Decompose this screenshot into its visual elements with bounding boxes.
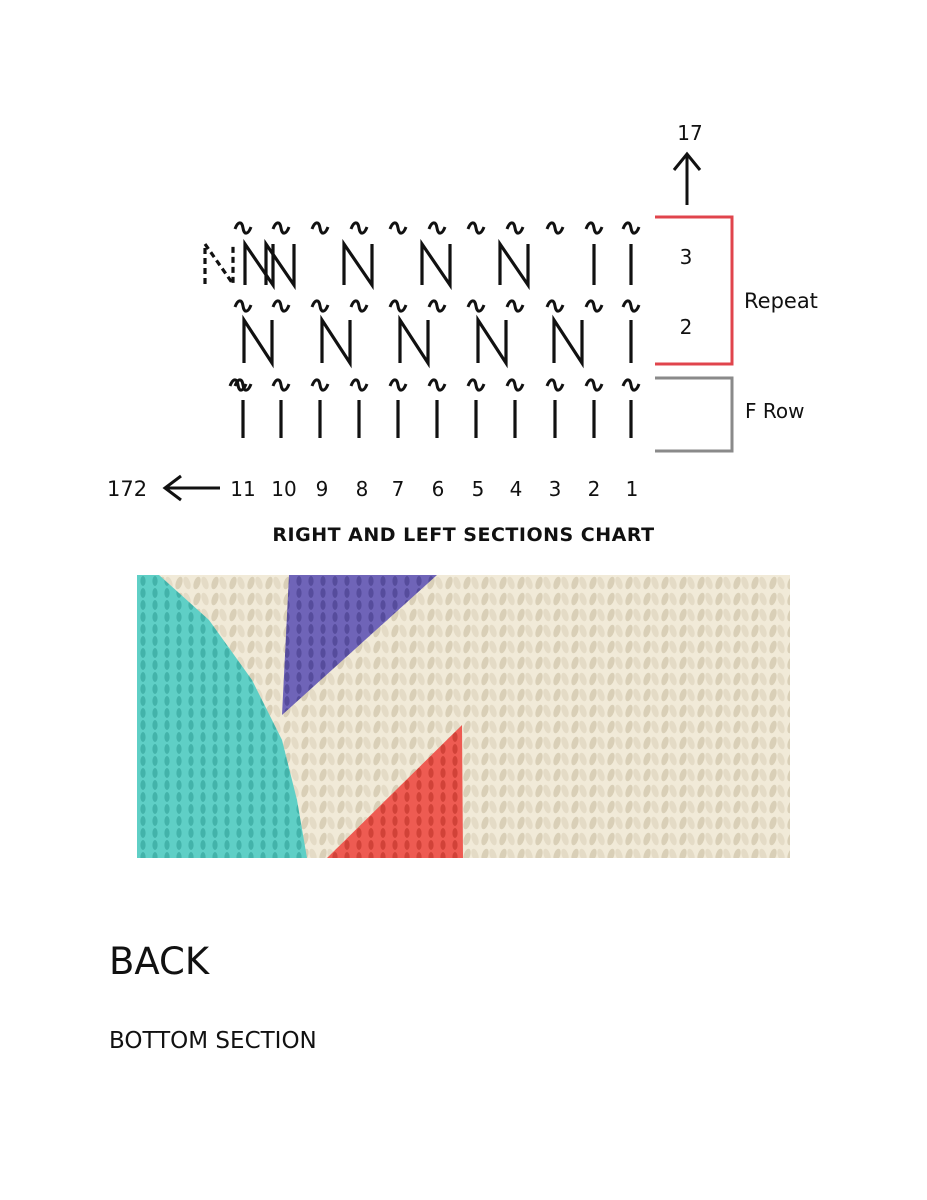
- tilde-symbol: [621, 221, 641, 235]
- n-symbol: [398, 314, 430, 369]
- tilde-symbol: [466, 299, 486, 313]
- column-number: 10: [271, 477, 296, 501]
- frow-label: F Row: [745, 399, 804, 423]
- tilde-symbol: [349, 221, 369, 235]
- column-number: 6: [432, 477, 445, 501]
- tilde-symbol: [466, 221, 486, 235]
- tilde-symbol: [228, 378, 248, 392]
- n-symbol: [242, 314, 274, 369]
- tilde-symbol: [388, 221, 408, 235]
- n-symbol: [552, 314, 584, 369]
- coral-area: [327, 725, 463, 858]
- column-number: 3: [549, 477, 562, 501]
- tilde-symbol: [427, 221, 447, 235]
- repeat-bracket: [655, 215, 734, 366]
- tilde-symbol: [271, 221, 291, 235]
- up-arrow-icon: [672, 151, 702, 205]
- tilde-symbol: [271, 299, 291, 313]
- tilde-symbol: [310, 378, 330, 392]
- column-number: 5: [472, 477, 485, 501]
- column-number: 8: [356, 477, 369, 501]
- tilde-symbol: [233, 299, 253, 313]
- n-symbol: [243, 238, 275, 291]
- tilde-symbol: [271, 378, 291, 392]
- column-number: 1: [626, 477, 639, 501]
- column-number: 11: [230, 477, 255, 501]
- tilde-symbol: [388, 299, 408, 313]
- tilde-symbol: [427, 378, 447, 392]
- tilde-symbol: [310, 299, 330, 313]
- n-symbol: [498, 238, 530, 291]
- left-arrow-icon: [162, 474, 220, 502]
- tilde-symbol: [349, 299, 369, 313]
- n-symbol: [203, 238, 235, 290]
- tilde-symbol: [545, 221, 565, 235]
- tilde-symbol: [505, 378, 525, 392]
- top-row-label: 17: [677, 121, 702, 145]
- row-3-label: 3: [680, 245, 693, 269]
- n-symbol: [476, 314, 508, 369]
- column-number: 7: [392, 477, 405, 501]
- tilde-symbol: [233, 221, 253, 235]
- row-2-label: 2: [680, 315, 693, 339]
- back-heading: BACK: [109, 940, 210, 983]
- n-symbol: [420, 238, 452, 291]
- tilde-symbol: [310, 221, 330, 235]
- n-symbol: [320, 314, 352, 369]
- n-symbol: [342, 238, 374, 291]
- chart-title: RIGHT AND LEFT SECTIONS CHART: [272, 524, 655, 546]
- tilde-symbol: [545, 299, 565, 313]
- tilde-symbol: [505, 221, 525, 235]
- tilde-symbol: [349, 378, 369, 392]
- tilde-symbol: [621, 378, 641, 392]
- purple-area: [282, 575, 437, 715]
- stitch-count-label: 172: [107, 477, 147, 501]
- tilde-symbol: [505, 299, 525, 313]
- tilde-symbol: [584, 221, 604, 235]
- tilde-symbol: [545, 378, 565, 392]
- column-number: 2: [588, 477, 601, 501]
- bottom-section-heading: BOTTOM SECTION: [109, 1028, 317, 1054]
- tilde-symbol: [621, 299, 641, 313]
- n-symbol: [264, 238, 296, 291]
- frow-bracket: [655, 376, 734, 453]
- column-number: 9: [316, 477, 329, 501]
- tilde-symbol: [584, 299, 604, 313]
- stitch-symbols: [203, 221, 641, 438]
- tilde-symbol: [466, 378, 486, 392]
- swatch-photo: [137, 575, 790, 858]
- tilde-symbol: [584, 378, 604, 392]
- turquoise-area: [137, 575, 307, 858]
- tilde-symbol: [388, 378, 408, 392]
- repeat-label: Repeat: [744, 289, 818, 313]
- tilde-symbol: [427, 299, 447, 313]
- column-number: 4: [510, 477, 523, 501]
